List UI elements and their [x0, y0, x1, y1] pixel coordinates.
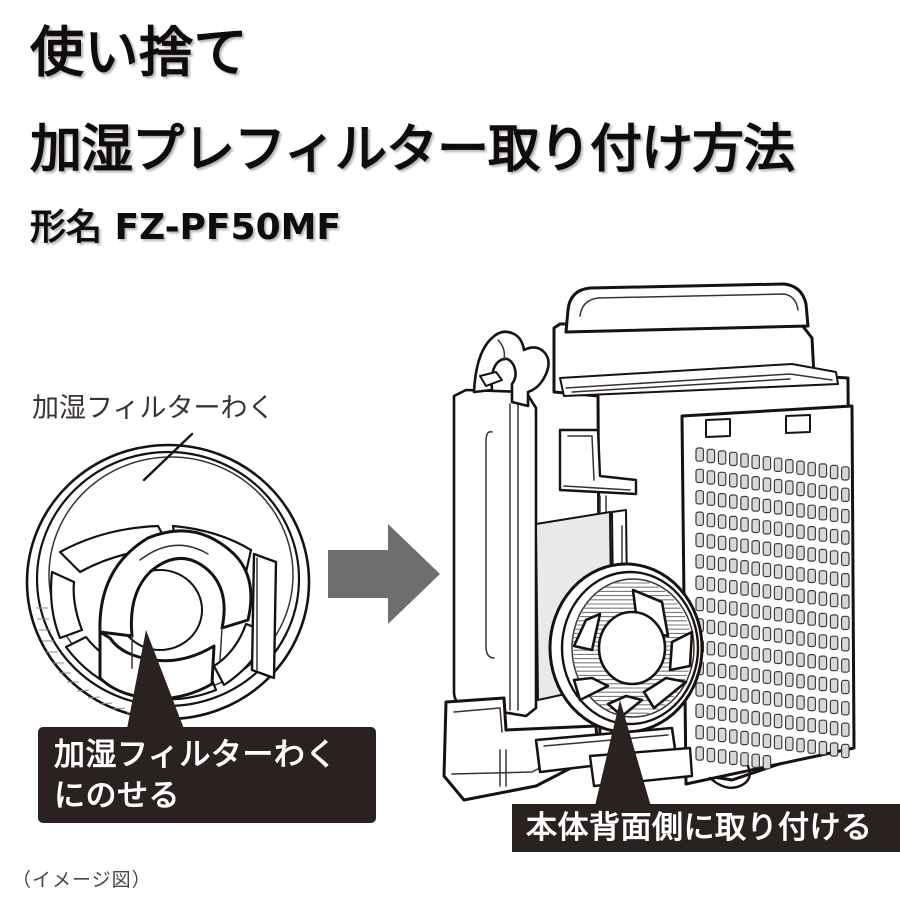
filter-frame-label: 加湿フィルターわく	[32, 393, 275, 424]
callout-place-on-filter-frame: 加湿フィルターわく にのせる	[38, 727, 376, 823]
right-callout-pointer	[594, 700, 652, 810]
air-purifier-illustration	[442, 282, 856, 802]
callout-left-line-1: 加湿フィルターわく	[54, 737, 337, 773]
image-disclaimer: （イメージ図）	[12, 869, 152, 891]
callout-attach-to-rear: 本体背面側に取り付ける	[512, 804, 900, 852]
page-title-line-2: 加湿プレフィルター取り付け方法	[30, 120, 795, 180]
left-callout-pointer	[126, 630, 186, 734]
filter-frame-leader-line	[142, 432, 194, 482]
callout-left-line-2: にのせる	[54, 778, 180, 814]
process-arrow-icon	[328, 524, 440, 624]
model-number: 形名 FZ-PF50MF	[30, 207, 342, 248]
page-title-line-1: 使い捨て	[30, 21, 248, 84]
humidifying-filter-frame-illustration	[25, 443, 311, 721]
rear-grille-pattern	[695, 447, 850, 770]
